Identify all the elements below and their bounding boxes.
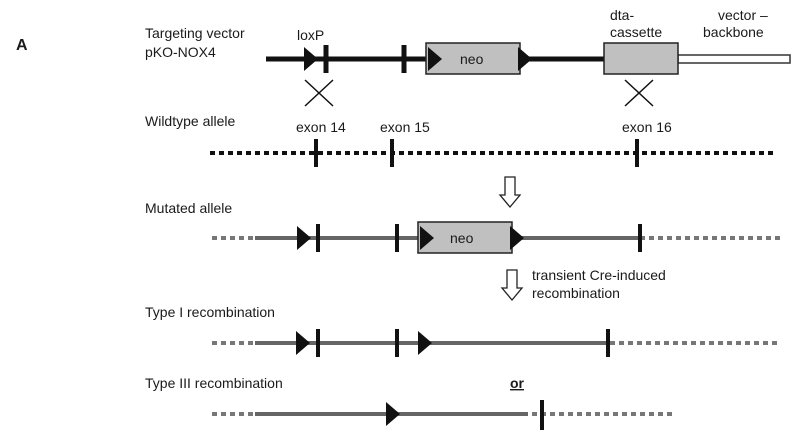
neo-label: neo bbox=[450, 230, 474, 246]
loxp-site-icon bbox=[386, 402, 400, 426]
cre-step-label: transient Cre-induced bbox=[532, 267, 666, 283]
dta-label-cassette: cassette bbox=[610, 24, 662, 40]
loxp-site-icon bbox=[418, 331, 432, 355]
down-arrow-icon bbox=[498, 176, 522, 209]
or-label: or bbox=[510, 375, 525, 391]
dta-cassette bbox=[603, 42, 679, 75]
targeting-vector: Targeting vector pKO-NOX4 loxP neo dta- … bbox=[145, 7, 791, 107]
type1-recombination: Type I recombination bbox=[145, 304, 778, 357]
backbone-label: vector – bbox=[718, 7, 768, 23]
loxp-site-icon bbox=[518, 47, 532, 71]
exon15-label: exon 15 bbox=[380, 119, 430, 135]
loxp-site-icon bbox=[510, 226, 524, 250]
type1-title: Type I recombination bbox=[145, 304, 275, 320]
exon14-label: exon 14 bbox=[296, 119, 346, 135]
type3-title: Type III recombination bbox=[145, 375, 283, 391]
exon16-label: exon 16 bbox=[622, 119, 672, 135]
backbone-label-backbone: backbone bbox=[703, 24, 764, 40]
cre-step-label-recombination: recombination bbox=[532, 285, 620, 301]
targeting-vector-title: Targeting vector bbox=[145, 25, 245, 41]
crossover-icon bbox=[624, 79, 654, 107]
crossover-icon bbox=[304, 79, 334, 107]
mutated-title: Mutated allele bbox=[145, 200, 232, 216]
down-arrow-icon bbox=[500, 269, 524, 302]
panel-label: A bbox=[16, 37, 28, 54]
loxp-site-icon bbox=[420, 226, 434, 250]
targeting-vector-name: pKO-NOX4 bbox=[145, 44, 216, 60]
loxp-site-icon bbox=[296, 331, 310, 355]
loxp-site-icon bbox=[428, 47, 442, 71]
dta-label: dta- bbox=[610, 7, 634, 23]
neo-cassette bbox=[425, 42, 521, 75]
wildtype-allele: Wildtype allele exon 14 exon 15 exon 16 bbox=[145, 113, 776, 167]
loxp-label: loxP bbox=[297, 27, 324, 43]
type3-recombination: Type III recombination or bbox=[145, 375, 672, 430]
wildtype-title: Wildtype allele bbox=[145, 113, 235, 129]
mutated-allele: Mutated allele neo bbox=[145, 200, 780, 254]
vector-backbone bbox=[677, 54, 791, 64]
loxp-site-icon bbox=[297, 226, 311, 250]
loxp-site-icon bbox=[304, 47, 318, 71]
neo-label: neo bbox=[460, 51, 484, 67]
